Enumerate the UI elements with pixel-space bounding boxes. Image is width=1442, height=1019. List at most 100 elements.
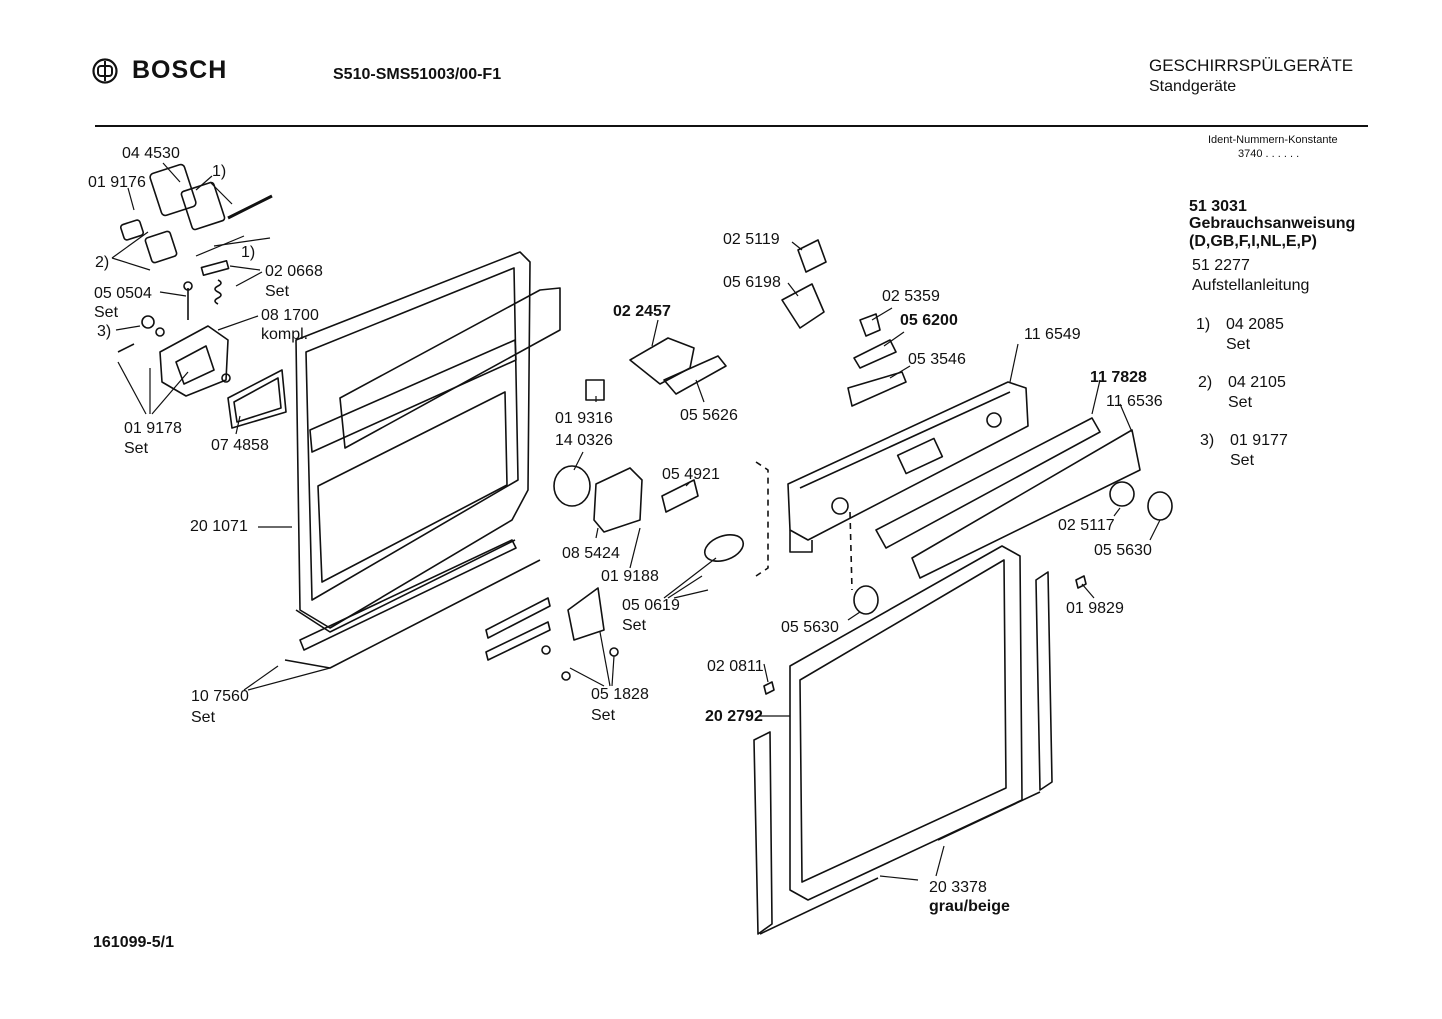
part-label: 05 0504 (94, 285, 152, 302)
part-label: 05 5630 (781, 619, 839, 636)
knob-025117 (1109, 481, 1135, 507)
part-025119 (797, 239, 827, 273)
part-label: 01 9176 (88, 174, 146, 191)
part-label: 11 6536 (1106, 393, 1163, 410)
footnote-ref: 3) (97, 323, 112, 340)
install-title: Aufstellanleitung (1192, 277, 1310, 294)
part-label: 05 5630 (1094, 542, 1152, 559)
part-056200 (853, 339, 897, 369)
footnote-ref: 1) (212, 163, 227, 180)
model-number: S510-SMS51003/00-F1 (333, 66, 502, 83)
part-label: 01 9178 (124, 420, 182, 437)
part-label: 05 3546 (908, 351, 966, 368)
side-trim-left (753, 731, 773, 935)
part-label: 08 1700 (261, 307, 319, 324)
part-label: 20 3378 (929, 879, 987, 896)
part-label: 01 9188 (601, 568, 659, 585)
part-note: Set (94, 304, 119, 321)
part-label: 05 1828 (591, 686, 649, 703)
part-label: 10 7560 (191, 688, 249, 705)
footnote-part: 01 9177 (1230, 432, 1288, 449)
outer-door-panel (789, 545, 1023, 901)
knob-055630 (1147, 491, 1173, 521)
part-label: 02 5359 (882, 288, 940, 305)
bottom-trim (759, 877, 879, 935)
part-label: 05 6200 (900, 312, 958, 329)
manual-languages: (D,GB,F,I,NL,E,P) (1189, 233, 1317, 250)
side-trim-right (1035, 571, 1053, 791)
part-label: 01 9316 (555, 410, 613, 427)
header-rule (95, 125, 1368, 127)
part-note: Set (191, 709, 216, 726)
hinge-spring-part (567, 587, 605, 641)
ident-value: 3740 . . . . . . (1238, 148, 1300, 160)
hinge-part (485, 597, 551, 639)
part-label: 04 4530 (122, 145, 180, 162)
part-label: 11 6549 (1024, 326, 1081, 343)
footnote-note: Set (1228, 394, 1253, 411)
footnote-mark: 2) (1198, 374, 1213, 391)
install-part-no: 51 2277 (1192, 257, 1250, 274)
drawing-number: 161099-5/1 (93, 934, 174, 951)
part-054921 (661, 479, 699, 513)
part-note: kompl. (261, 326, 309, 343)
screw-019829 (1075, 575, 1087, 589)
switch-019316 (585, 379, 605, 401)
door-lock-assembly (117, 325, 231, 397)
appliance-category: GESCHIRRSPÜLGERÄTE (1149, 56, 1354, 75)
handle-trim-parts (119, 163, 273, 337)
timer-unit (593, 467, 643, 533)
inner-door-panel (295, 251, 561, 633)
part-label: 11 7828 (1090, 369, 1147, 386)
bracket-022457 (629, 337, 695, 385)
footnote-part: 04 2085 (1226, 316, 1284, 333)
part-label: 02 5119 (723, 231, 780, 248)
footnote-note: Set (1226, 336, 1251, 353)
part-label: 02 0811 (707, 658, 764, 675)
part-label: 20 2792 (705, 708, 763, 725)
bosch-logo: BOSCH (92, 56, 227, 85)
brand-name: BOSCH (132, 56, 228, 84)
panel-117828 (875, 417, 1101, 549)
part-label: 07 4858 (211, 437, 269, 454)
part-053546 (847, 371, 907, 407)
dial-050619 (703, 534, 745, 562)
part-025359 (859, 313, 881, 337)
rail-055626 (663, 355, 727, 395)
footnote-mark: 3) (1200, 432, 1215, 449)
part-note: Set (124, 440, 149, 457)
manual-part-no: 51 3031 (1189, 198, 1247, 215)
part-note: Set (591, 707, 616, 724)
footnote-ref: 2) (95, 254, 110, 271)
part-label: 05 0619 (622, 597, 680, 614)
screw-020811 (763, 681, 775, 695)
part-label: 01 9829 (1066, 600, 1124, 617)
part-label: 02 0668 (265, 263, 323, 280)
control-panel-fascia (787, 381, 1029, 541)
part-label: 05 5626 (680, 407, 738, 424)
footnote-ref: 1) (241, 244, 256, 261)
door-seal-strip (284, 559, 541, 669)
part-label: 02 2457 (613, 303, 671, 320)
ident-label: Ident-Nummern-Konstante (1208, 134, 1338, 146)
part-note: grau/beige (929, 898, 1010, 915)
manual-title: Gebrauchsanweisung (1189, 215, 1356, 232)
footnote-note: Set (1230, 452, 1255, 469)
part-label: 08 5424 (562, 545, 620, 562)
footnote-mark: 1) (1196, 316, 1211, 333)
part-label: 05 4921 (662, 466, 720, 483)
appliance-subcategory: Standgeräte (1149, 78, 1237, 95)
door-gasket (227, 369, 287, 429)
part-note: Set (622, 617, 647, 634)
part-label: 14 0326 (555, 432, 613, 449)
panel-116536 (911, 429, 1141, 579)
part-label: 02 5117 (1058, 517, 1115, 534)
part-label: 05 6198 (723, 274, 781, 291)
knob-055630-lower (853, 585, 879, 615)
part-note: Set (265, 283, 290, 300)
door-bottom-strip (299, 539, 517, 651)
part-056198 (781, 283, 825, 329)
bosch-armature-icon (92, 57, 118, 84)
part-label: 20 1071 (190, 518, 248, 535)
